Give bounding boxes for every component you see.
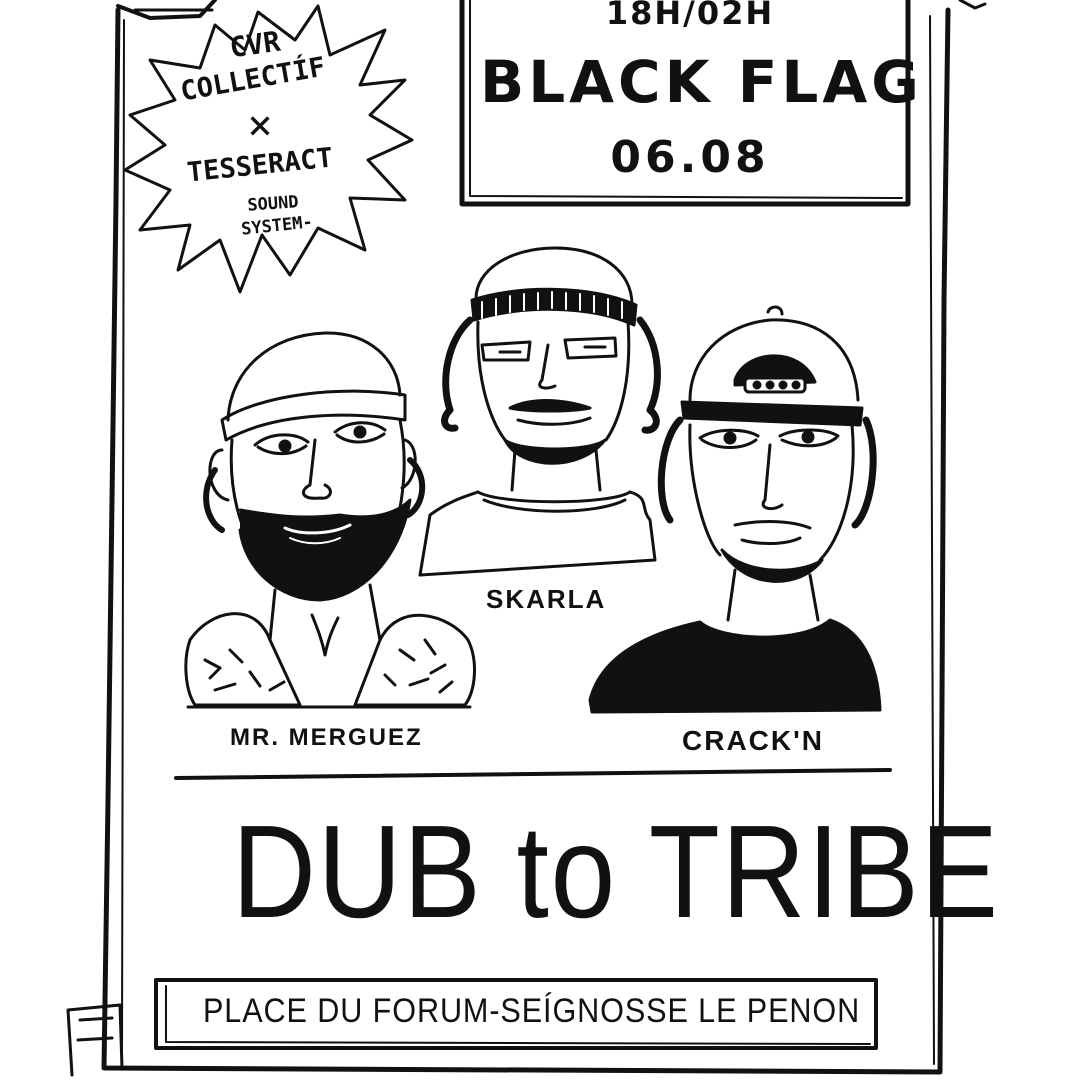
divider-line (174, 768, 892, 780)
tape-bottom-left (66, 1003, 124, 1077)
burst-cross: × (247, 100, 273, 149)
artist-name-crackn: CRACK'N (682, 725, 824, 756)
tape-top-right (958, 0, 987, 10)
paper-frame (101, 7, 951, 1075)
portrait-mr-merguez (184, 331, 476, 709)
event-venue: BLACK FLAG (480, 48, 923, 116)
event-date: 06.08 (610, 132, 770, 183)
location-box (154, 978, 878, 1050)
artist-name-mr-merguez: MR. MERGUEZ (230, 724, 423, 751)
artist-name-skarla: SKARLA (486, 584, 607, 614)
portrait-crackn (588, 305, 882, 714)
headline-title: DUB to TRIBE (232, 798, 1000, 945)
event-hours: 18H/02H (605, 0, 775, 32)
location-label: PLACE DU FORUM-SEÍGNOSSE LE PENON (203, 992, 861, 1030)
info-box (459, 0, 911, 207)
tape-top-left (116, 0, 217, 20)
portrait-skarla (418, 246, 661, 577)
starburst-badge (123, 4, 414, 294)
